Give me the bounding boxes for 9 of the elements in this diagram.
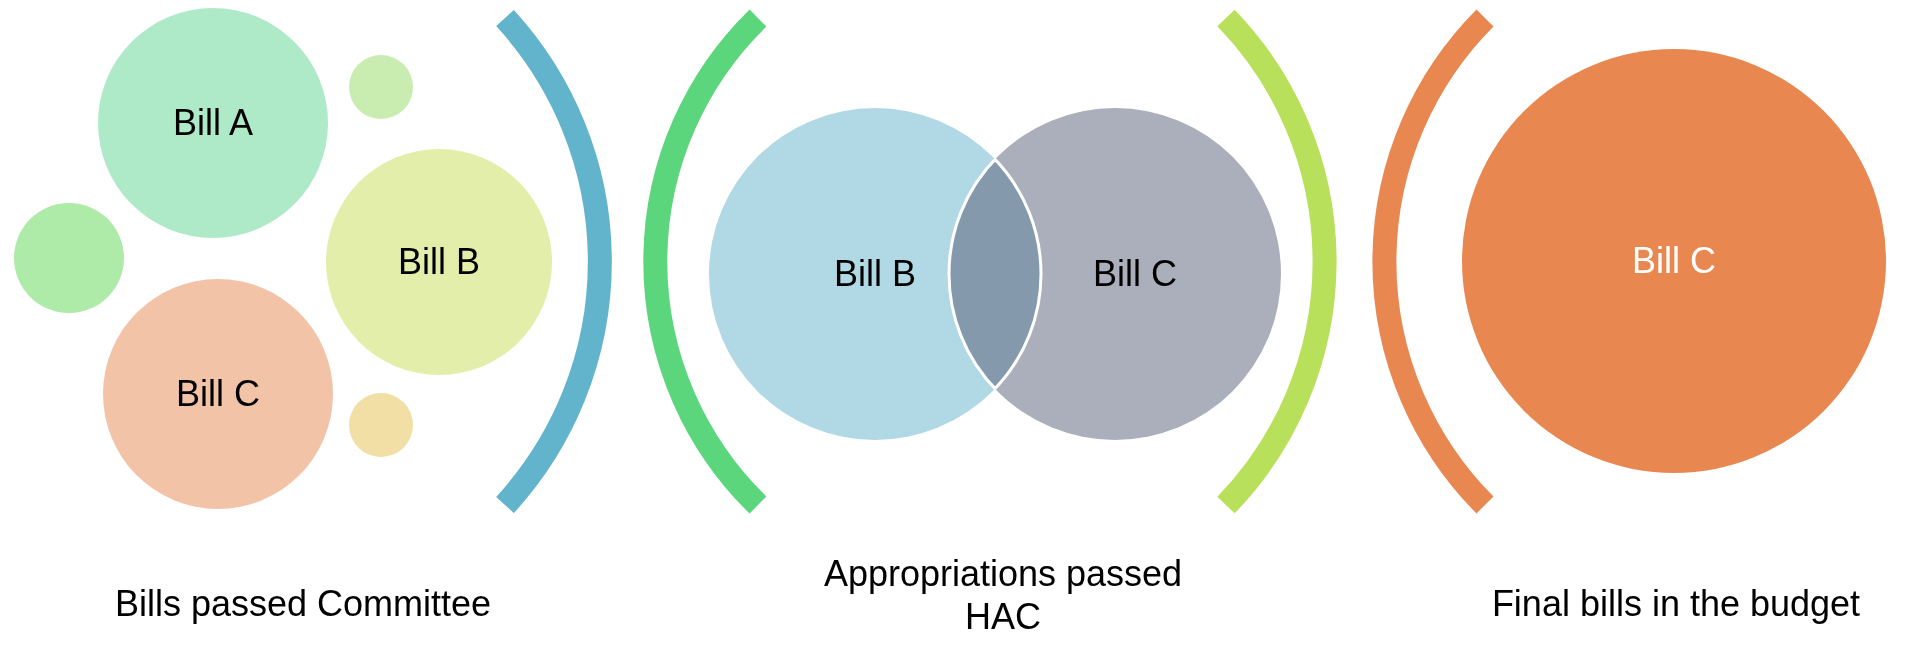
bill-label: Bill A xyxy=(172,102,253,144)
stage-caption: Final bills in the budget xyxy=(1490,582,1862,626)
bill-label: Bill C xyxy=(176,373,260,415)
stage-caption: Bills passed Committee xyxy=(113,582,493,626)
stage-caption: Appropriations passed HAC xyxy=(822,552,1184,639)
bill-label: Bill B xyxy=(834,253,916,295)
bill-label: Bill C xyxy=(1632,240,1716,282)
bill-label: Bill B xyxy=(398,241,480,283)
bill-label: Bill C xyxy=(1093,253,1177,295)
